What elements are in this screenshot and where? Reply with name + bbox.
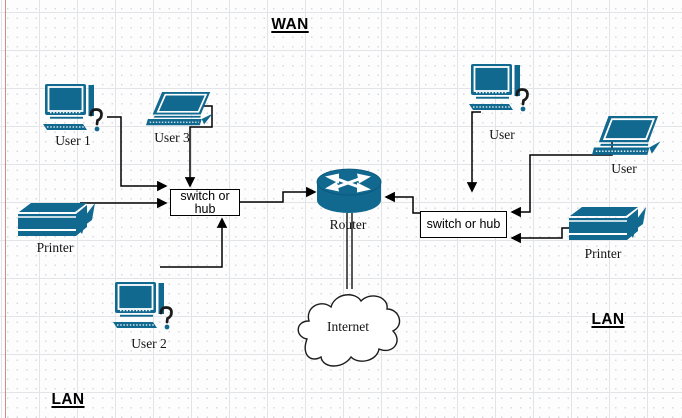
- router-icon[interactable]: [315, 168, 383, 218]
- lan-title-right: LAN: [591, 311, 625, 328]
- printer-left-label: Printer: [36, 240, 74, 255]
- internet-label: Internet: [327, 319, 369, 334]
- user1-label: User 1: [55, 133, 91, 148]
- user3-laptop-computer-icon[interactable]: [146, 92, 214, 128]
- wan-title: WAN: [271, 16, 309, 33]
- user-laptop-right-label: User: [611, 161, 637, 176]
- user2-label: User 2: [131, 336, 167, 351]
- link-user-desktop-right-down: [466, 111, 481, 193]
- user-laptop-right-icon[interactable]: [592, 116, 662, 158]
- printer-left-icon[interactable]: [15, 200, 97, 242]
- link-printer-right-to-switch-right: [510, 227, 570, 244]
- link-user1-to-switch-left: [107, 116, 168, 192]
- switch-left-label: switch or hub: [180, 188, 230, 216]
- printer-right-icon[interactable]: [566, 204, 648, 246]
- switch-right-label: switch or hub: [426, 217, 501, 231]
- router-label: Router: [329, 217, 367, 232]
- link-user2-to-switch-left: [160, 217, 228, 268]
- switch-left-box[interactable]: switch or hub: [170, 189, 240, 216]
- link-switch-right-to-router: [384, 191, 420, 214]
- link-user3-to-switch-left: [184, 105, 213, 188]
- printer-right-label: Printer: [584, 246, 622, 261]
- user-desktop-right-label: User: [489, 127, 515, 142]
- lan-title-bottom: LAN: [51, 391, 85, 408]
- user-desktop-right-icon[interactable]: [468, 64, 532, 112]
- user2-desktop-computer-icon[interactable]: [112, 282, 176, 330]
- link-user-laptop-right-to-switch-right: [510, 120, 613, 218]
- link-switch-left-to-router: [240, 186, 317, 203]
- user1-desktop-computer-icon[interactable]: [42, 84, 106, 132]
- user3-label: User 3: [154, 130, 190, 145]
- switch-right-box[interactable]: switch or hub: [420, 211, 507, 238]
